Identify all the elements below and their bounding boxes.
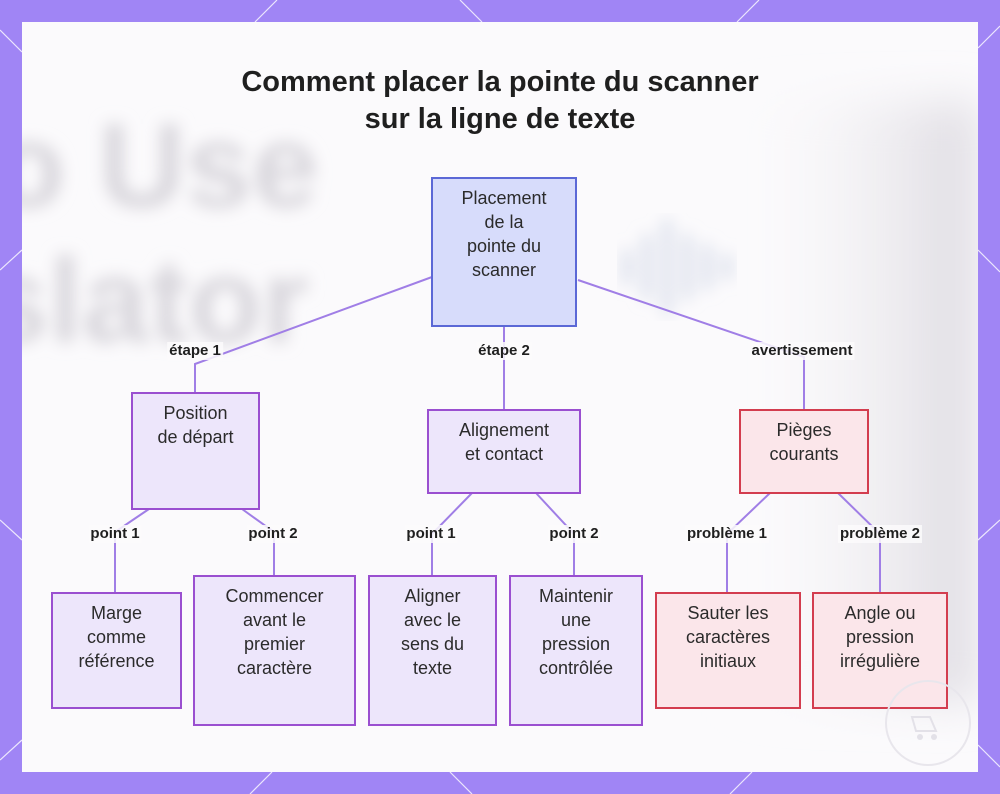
node-alignment: Alignement et contact xyxy=(427,409,581,494)
edge-root-start xyxy=(194,276,433,392)
node-direction-line: sens du xyxy=(400,634,465,654)
diagram-title: Comment placer la pointe du scanner sur … xyxy=(22,64,978,138)
node-before-line: Commencer xyxy=(225,586,324,606)
title-line-1: Comment placer la pointe du scanner xyxy=(241,66,759,98)
node-root-line: scanner xyxy=(471,260,537,280)
edge-label-align-point2: point 2 xyxy=(547,525,601,543)
node-root-line: Placement xyxy=(461,188,547,208)
node-skip-line: caractères xyxy=(685,627,771,647)
edge-label-problem2: problème 2 xyxy=(837,525,923,543)
node-direction-line: texte xyxy=(412,658,453,678)
node-align-line: Alignement xyxy=(458,420,550,440)
node-align-direction: Aligner avec le sens du texte xyxy=(368,575,497,726)
background-text-line-1: o Use xyxy=(22,99,319,233)
node-start-line: de départ xyxy=(157,427,234,447)
edge-label-start-point1: point 1 xyxy=(88,525,142,543)
node-root-line: de la xyxy=(484,212,524,232)
edge-start-margin xyxy=(114,508,150,592)
node-root-line: pointe du xyxy=(466,236,542,256)
node-direction-line: avec le xyxy=(403,610,462,630)
node-common-traps: Pièges courants xyxy=(739,409,869,494)
node-before-line: caractère xyxy=(236,658,313,678)
node-margin-line: référence xyxy=(78,651,155,671)
node-margin-line: Marge xyxy=(90,603,143,623)
node-skip-line: initiaux xyxy=(699,651,757,671)
node-angle-line: pression xyxy=(845,627,915,647)
node-margin-reference: Marge comme référence xyxy=(51,592,182,709)
diagram-card: o Use slator Comment placer la pointe du… xyxy=(22,22,978,772)
node-pressure-line: Maintenir xyxy=(538,586,614,606)
edge-label-align-point1: point 1 xyxy=(404,525,458,543)
node-direction-line: Aligner xyxy=(404,586,461,606)
edge-label-step1: étape 1 xyxy=(167,342,223,360)
node-angle-line: irrégulière xyxy=(839,651,921,671)
node-pressure-line: pression xyxy=(541,634,611,654)
watermark-logo-icon xyxy=(885,680,971,766)
node-before-line: avant le xyxy=(242,610,307,630)
edge-label-start-point2: point 2 xyxy=(246,525,300,543)
edge-label-warning: avertissement xyxy=(749,342,855,360)
node-pressure-line: contrôlée xyxy=(538,658,614,678)
edge-label-problem1: problème 1 xyxy=(684,525,770,543)
title-line-2: sur la ligne de texte xyxy=(364,103,636,135)
node-skip-initial-chars: Sauter les caractères initiaux xyxy=(655,592,801,709)
node-start-line: Position xyxy=(163,403,228,423)
node-start-position: Position de départ xyxy=(131,392,260,510)
node-margin-line: comme xyxy=(86,627,146,647)
node-pressure-line: une xyxy=(560,610,592,630)
node-skip-line: Sauter les xyxy=(687,603,769,623)
node-irregular-angle: Angle ou pression irrégulière xyxy=(812,592,948,709)
node-traps-line: Pièges xyxy=(776,420,832,440)
node-traps-line: courants xyxy=(769,444,839,464)
node-align-line: et contact xyxy=(464,444,544,464)
edge-label-step2: étape 2 xyxy=(476,342,532,360)
node-start-before-first: Commencer avant le premier caractère xyxy=(193,575,356,726)
node-controlled-pressure: Maintenir une pression contrôlée xyxy=(509,575,643,726)
node-angle-line: Angle ou xyxy=(844,603,916,623)
background-text-line-2: slator xyxy=(22,234,309,368)
node-root: Placement de la pointe du scanner xyxy=(431,177,577,327)
node-before-line: premier xyxy=(243,634,305,654)
